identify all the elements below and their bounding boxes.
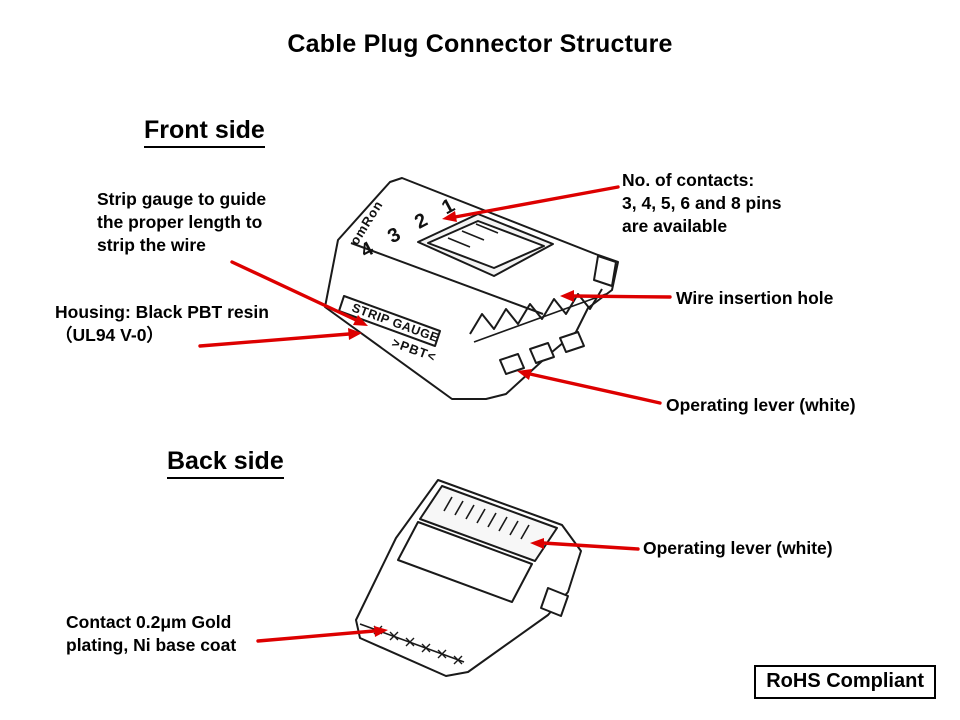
strip-gauge-band [338,295,441,347]
page-title: Cable Plug Connector Structure [287,30,673,58]
wire-insertion-funnel-base [473,293,607,343]
operating-lever-front-2 [529,342,555,364]
arrow-head-housing [348,328,362,340]
annotation-arrow-heads [348,211,574,637]
back-middle-panel [397,521,533,603]
strip-gauge-callout: Strip gauge to guide the proper length t… [97,189,267,256]
arrow-line-lever-back [541,541,640,551]
front-connector-top-edge [350,242,544,315]
back-side-tab [540,587,569,617]
back-lever-face [419,485,558,562]
arrow-line-housing [198,332,351,348]
front-contact-window-inner [427,220,545,269]
arrow-head-contact-back [374,626,388,637]
arrow-line-contact-back [256,629,376,643]
back-side-heading: Back side [167,447,284,479]
contacts-count-callout: No. of contacts: 3, 4, 5, 6 and 8 pins a… [622,170,782,237]
front-side-tab [593,255,617,287]
arrow-line-contacts [453,185,620,219]
front-connector-drawing: omRon 4 3 2 1 STRIP GAUGE >PBT< [324,177,619,400]
front-side-heading: Front side [144,116,265,148]
wire-insertion-callout: Wire insertion hole [676,288,834,308]
operating-lever-back-callout: Operating lever (white) [643,538,833,558]
contact-plating-callout: Contact 0.2μm Gold plating, Ni base coat [66,612,237,656]
arrow-line-lever-front [528,372,662,405]
housing-material-callout: Housing: Black PBT resin （UL94 V-0） [55,302,269,346]
operating-lever-front-callout: Operating lever (white) [666,395,856,415]
arrow-head-contacts [442,211,457,222]
arrow-line-strip-gauge [230,260,358,322]
rohs-compliant-badge: RoHS Compliant [754,665,936,699]
back-lever-slots [443,496,530,540]
arrow-head-lever-back [530,538,544,549]
back-connector-drawing [355,479,582,677]
arrow-head-wire-insertion [560,290,574,302]
operating-lever-front-3 [559,331,585,353]
front-contact-slots [447,223,499,248]
arrow-head-lever-front [517,369,532,380]
annotation-arrow-lines [198,185,672,643]
arrow-head-strip-gauge [353,315,368,326]
arrow-line-wire-insertion [571,294,672,299]
operating-lever-front-white [499,353,525,375]
